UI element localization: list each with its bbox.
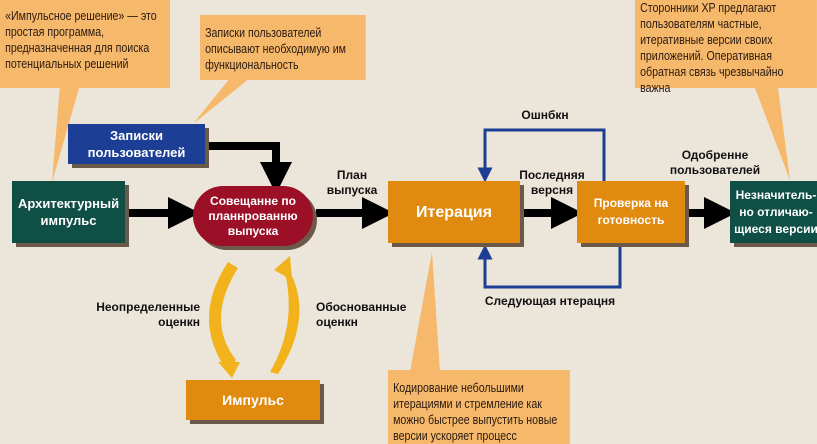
label-latest-version: Последняя версня (519, 168, 585, 197)
callout-coding: Кодирование небольшими итерациями и стре… (388, 370, 570, 444)
callout-tail-3 (755, 88, 790, 180)
label-uncertain-estimates: Неопределенные оценкн (96, 300, 200, 329)
callout-impulse-solution: «Импульсное решение» — это простая прогр… (0, 0, 170, 88)
label-bugs: Ошнбкн (521, 108, 569, 122)
callout-tail-1 (52, 85, 80, 182)
callout-user-stories: Записки пользователей описывают необходи… (200, 15, 366, 80)
node-release-planning: Совещанне по планнрованню выпуска (193, 186, 313, 246)
label-user-approval: Одобренне пользователей (669, 148, 761, 177)
label-confident-estimates: Обоснованные оценкн (316, 300, 407, 329)
node-impulse: Импульс (186, 380, 320, 420)
arrow-next-iteration-loop (477, 244, 622, 289)
callout-xp-supporters: Сторонники XP предлагают пользователям ч… (635, 0, 817, 95)
node-user-stories: Записки пользователей (68, 124, 205, 164)
callout-tail-4 (410, 252, 440, 372)
arrow-stories-to-planning (205, 142, 292, 194)
arrow-bugs-loop (477, 128, 606, 183)
callout-tail-2 (193, 78, 250, 124)
label-release-plan: План выпуска (326, 168, 378, 197)
node-acceptance: Проверка на готовность (577, 181, 685, 243)
label-next-iteration: Следующая нтерацня (484, 294, 616, 308)
node-small-releases: Незначитель-но отличаю-щиеся версии (730, 181, 817, 243)
arrow-confident-estimates (270, 262, 300, 374)
arrow-uncertain-estimates (209, 262, 238, 372)
node-iteration: Итерация (388, 181, 520, 243)
node-arch-impulse: Архитектурный импульс (12, 181, 125, 243)
